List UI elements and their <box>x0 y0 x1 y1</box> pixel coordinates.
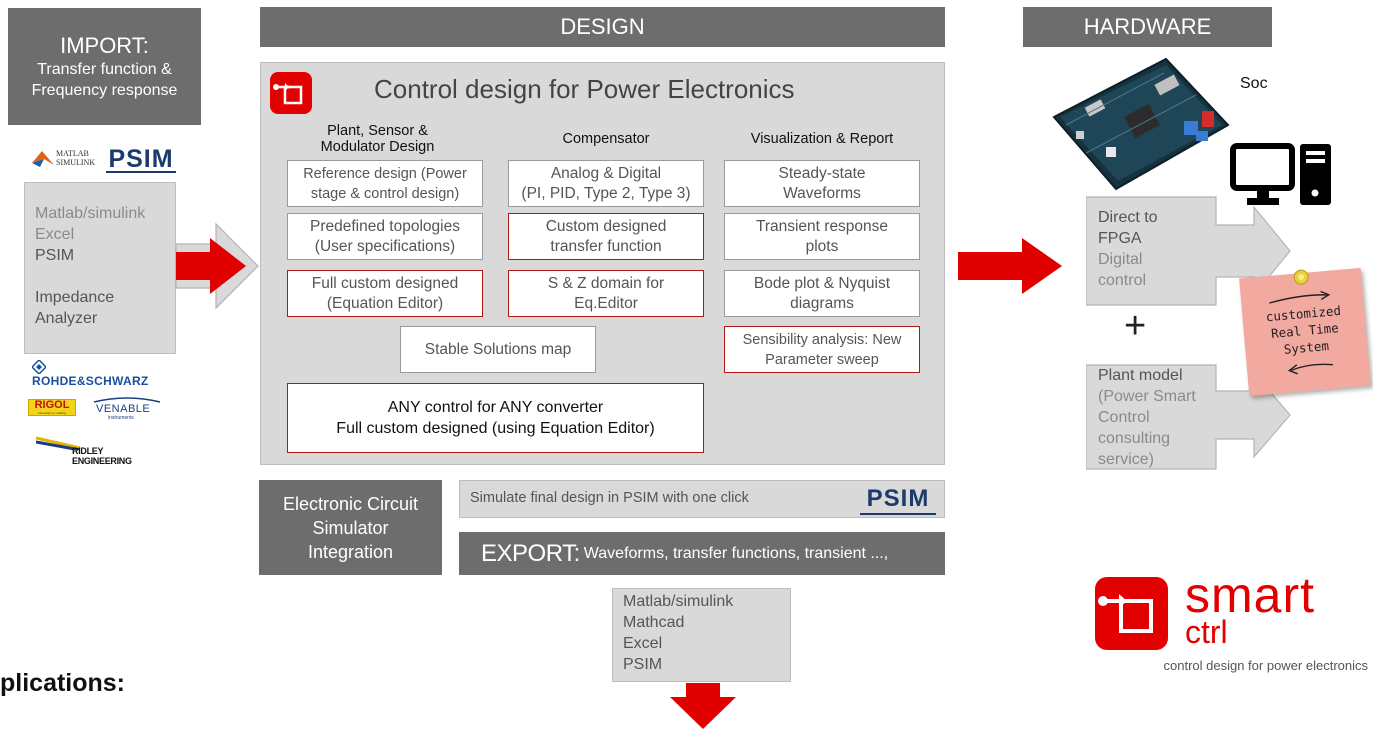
matlab-membrane-icon <box>32 151 54 167</box>
import-source-items: Matlab/simulink Excel PSIM Impedance Ana… <box>35 203 145 329</box>
simulink-logo-text: SIMULINK <box>56 158 96 167</box>
desktop-computer-icon <box>1230 143 1331 205</box>
brand-smart-text: smart <box>1185 567 1315 623</box>
smartctrl-logo-mark <box>1095 577 1168 650</box>
fpga-gray-arrow <box>1086 196 1291 306</box>
soc-label: Soc <box>1240 75 1268 92</box>
rigol-logo: RIGOL Innovation or nothing <box>28 399 76 416</box>
simulate-text: Simulate final design in PSIM with one c… <box>470 490 749 506</box>
psim-logo-import: PSIM <box>106 145 176 173</box>
export-item-mathcad: Mathcad <box>623 614 685 631</box>
note-arrow-left-icon <box>1287 363 1334 375</box>
export-item-psim: PSIM <box>623 656 663 673</box>
fpga-box-text: Direct to FPGA Digital control <box>1098 209 1158 289</box>
psim-logo-simulate: PSIM <box>860 485 936 515</box>
import-line1: Transfer function & <box>37 60 172 78</box>
design-title: Control design for Power Electronics <box>374 74 795 104</box>
export-bar: EXPORT: Waveforms, transfer functions, t… <box>459 532 945 575</box>
export-target-items: Matlab/simulink Mathcad Excel PSIM <box>623 591 733 675</box>
rohde-diamond-icon <box>32 360 46 374</box>
ridley-engineering-logo: RIDLEY ENGINEERING <box>36 434 160 466</box>
realtime-sticky-note: customized Real Time System <box>1239 267 1371 397</box>
ridley-swoosh-icon <box>36 436 81 450</box>
simulate-in-psim-bar: Simulate final design in PSIM with one c… <box>459 480 945 518</box>
import-item-psim: PSIM <box>35 247 75 264</box>
col-header-plant: Plant, Sensor &Modulator Design <box>320 123 435 155</box>
full-custom-designed-cell: Full custom designed(Equation Editor) <box>287 270 483 317</box>
smartctrl-brand-logo: smart ctrl control design for power elec… <box>1093 569 1373 680</box>
export-item-excel: Excel <box>623 635 663 652</box>
plant-model-box-text: Plant model (Power Smart Control consult… <box>1098 367 1196 468</box>
brand-ctrl-text: ctrl <box>1185 614 1228 650</box>
smartctrl-app-icon <box>270 72 312 114</box>
import-item-excel: Excel <box>35 226 75 243</box>
import-item-matlab: Matlab/simulink <box>35 205 146 222</box>
applications-label: plications: <box>0 669 126 697</box>
plus-sign: + <box>1124 305 1147 347</box>
design-header: DESIGN <box>260 7 945 47</box>
red-arrow-design-to-hardware <box>958 238 1062 294</box>
pushpin-icon <box>1293 269 1309 285</box>
col-header-visualization: Visualization & Report <box>750 131 894 147</box>
export-target-list <box>612 588 791 682</box>
export-item-matlab: Matlab/simulink <box>623 593 734 610</box>
red-arrow-import-to-design <box>176 238 246 294</box>
note-arrow-right-icon <box>1269 290 1331 304</box>
stable-solutions-map-cell: Stable Solutions map <box>400 326 596 373</box>
export-text: Waveforms, transfer functions, transient… <box>583 544 889 562</box>
export-title: EXPORT: <box>481 539 580 567</box>
col-header-compensator: Compensator <box>562 131 650 147</box>
rohde-schwarz-logo: ROHDE&SCHWARZ <box>32 360 172 388</box>
predefined-topologies-cell: Predefined topologies(User specification… <box>287 213 483 260</box>
brand-tagline: control design for power electronics <box>1163 658 1369 673</box>
matlab-logo-text: MATLAB <box>56 149 89 158</box>
hardware-header: HARDWARE <box>1023 7 1272 47</box>
import-title: IMPORT: <box>60 32 149 58</box>
import-item-impedance: Impedance <box>35 289 115 306</box>
import-box: IMPORT: Transfer function & Frequency re… <box>8 8 201 125</box>
plant-model-gray-arrow <box>1086 364 1291 470</box>
analog-digital-cell: Analog & Digital(PI, PID, Type 2, Type 3… <box>508 160 704 207</box>
venable-logo: VENABLE instruments <box>92 396 164 424</box>
import-line2: Frequency response <box>31 81 178 99</box>
red-arrow-export-down <box>670 683 736 729</box>
import-item-analyzer: Analyzer <box>35 310 98 327</box>
soc-board-image <box>1052 57 1230 191</box>
matlab-simulink-logo: MATLAB SIMULINK <box>32 147 102 171</box>
